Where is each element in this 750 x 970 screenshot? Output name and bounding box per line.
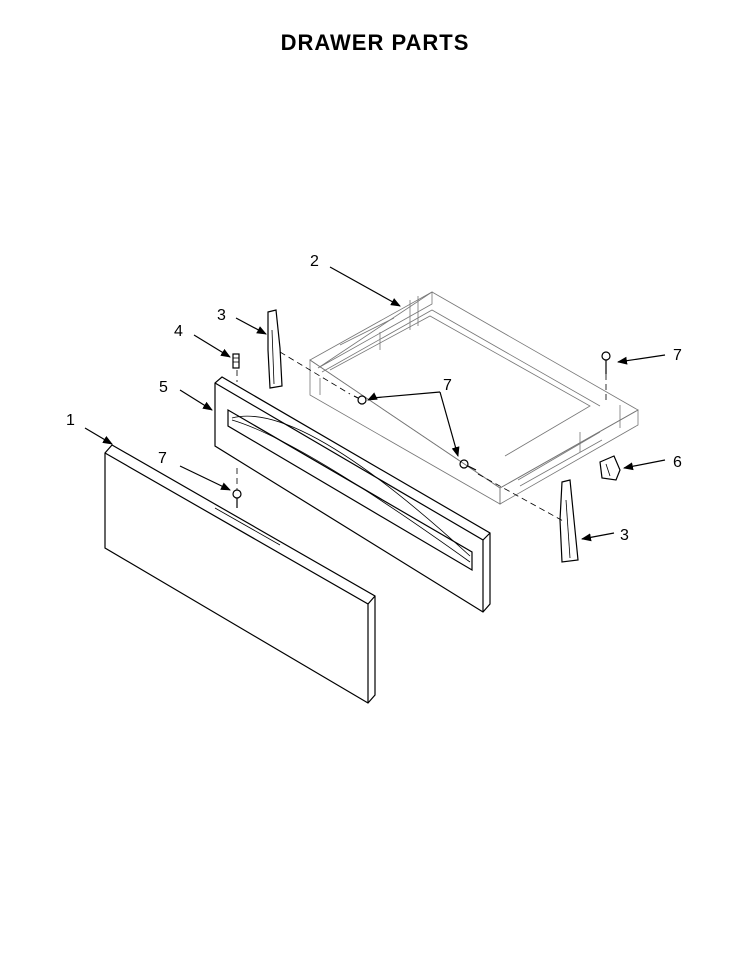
callout-3-upper: 3 [217,307,226,324]
drawer-slide-part [267,309,579,563]
assembly-dashed-lines [236,351,607,523]
callout-2: 2 [310,253,319,270]
drawer-box-part [309,291,639,505]
drawer-front-panel-part [104,444,376,704]
callout-4: 4 [174,323,183,340]
front-liner-part [214,376,491,613]
callout-3-lower: 3 [620,527,629,544]
callout-5: 5 [159,379,168,396]
screw-part [232,351,611,508]
callout-7-right: 7 [673,347,682,364]
page-title: DRAWER PARTS [280,30,470,55]
callout-arrows [84,266,666,542]
callout-6: 6 [673,454,682,471]
bracket-part [599,455,621,481]
callout-7-left: 7 [158,450,167,467]
clip-part [232,353,240,369]
callout-7-center: 7 [443,377,452,394]
callout-1: 1 [66,412,75,429]
